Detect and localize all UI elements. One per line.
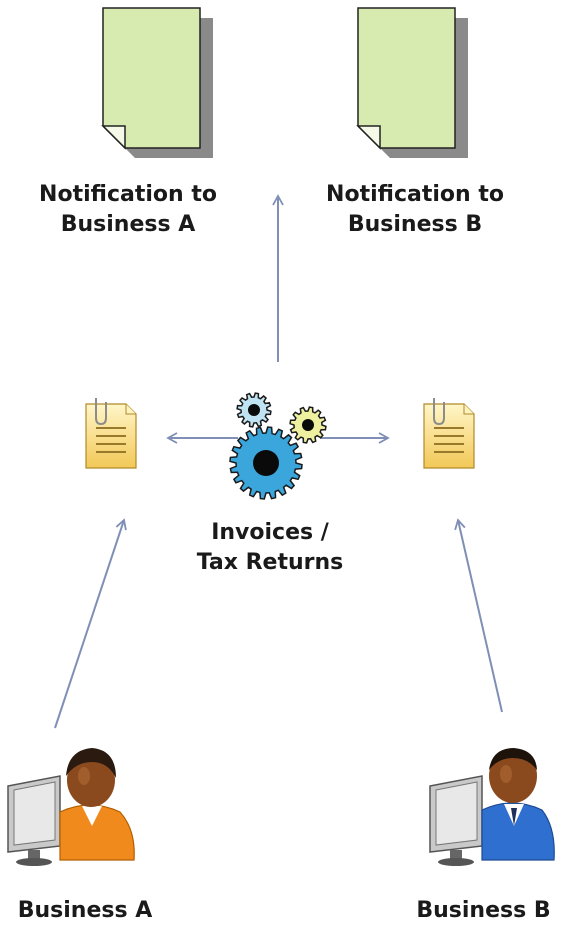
arrow-business-b-to-file (454, 518, 503, 713)
notification-b-document-icon (356, 7, 468, 158)
business-b-label: Business B (400, 896, 567, 926)
notification-a-label-line1: Notification to (39, 182, 217, 207)
notification-b-label-line1: Notification to (326, 182, 504, 207)
notification-b-label-line2: Business B (347, 212, 483, 237)
notification-b-label: Notification to Business B (305, 180, 525, 240)
business-a-label: Business A (0, 896, 170, 926)
invoice-file-left-icon (85, 398, 137, 469)
small-gear-yellow-icon-hub (302, 419, 314, 431)
notification-a-label-line2: Business A (60, 212, 196, 237)
invoices-tax-returns-label: Invoices / Tax Returns (150, 518, 390, 578)
business-a-person-icon (7, 748, 135, 866)
arrow-business-a-to-file (54, 518, 127, 729)
invoice-file-right-icon (423, 398, 475, 469)
small-gear-light-icon-hub (248, 404, 260, 416)
notification-a-label: Notification to Business A (18, 180, 238, 240)
business-b-label-text: Business B (416, 898, 551, 923)
large-gear-blue-icon-hub (253, 450, 279, 476)
notification-a-document-icon (101, 7, 213, 158)
business-b-person-icon (429, 748, 555, 866)
processing-gears-icon (229, 392, 327, 500)
center-label-line2: Tax Returns (196, 550, 344, 575)
business-a-label-text: Business A (17, 898, 153, 923)
center-label-line1: Invoices / (211, 520, 329, 545)
